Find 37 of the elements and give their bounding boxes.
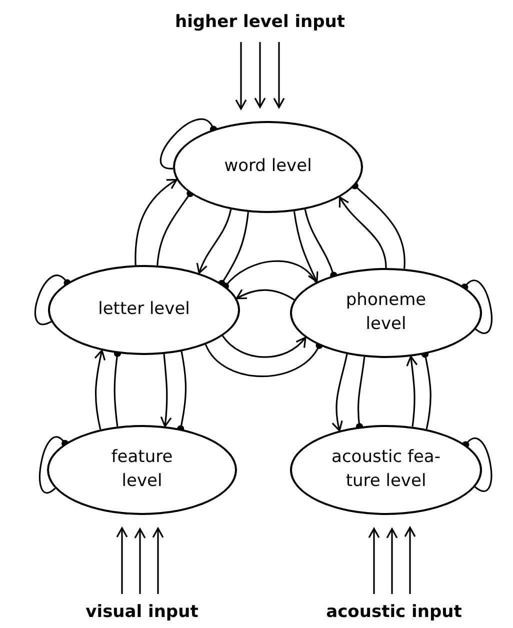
input-arrow bbox=[152, 528, 164, 594]
input-label: higher level input bbox=[174, 12, 346, 32]
input-arrow bbox=[386, 528, 398, 594]
excitatory-arrow bbox=[94, 350, 106, 430]
level-label: acoustic fea- ture level bbox=[330, 446, 442, 493]
input-label: acoustic input bbox=[326, 602, 462, 622]
input-arrow bbox=[116, 527, 128, 594]
inhibitory-connector bbox=[222, 260, 316, 290]
input-arrow bbox=[134, 528, 146, 594]
input-arrow bbox=[235, 42, 247, 110]
inhibitory-connector bbox=[160, 118, 218, 170]
excitatory-arrow bbox=[332, 354, 348, 432]
input-arrow bbox=[273, 42, 285, 108]
excitatory-arrow bbox=[236, 288, 295, 300]
excitatory-arrow bbox=[406, 356, 418, 427]
level-label: feature level bbox=[110, 446, 174, 493]
excitatory-arrow bbox=[196, 209, 232, 274]
inhibitory-connector bbox=[304, 209, 338, 279]
inhibitory-connector bbox=[156, 190, 194, 266]
level-label: phoneme level bbox=[344, 289, 428, 336]
level-label: letter level bbox=[98, 298, 190, 322]
excitatory-arrow bbox=[160, 354, 172, 428]
inhibitory-connector bbox=[39, 436, 69, 494]
input-arrow bbox=[404, 526, 416, 594]
excitatory-arrow bbox=[222, 335, 306, 358]
inhibitory-connector bbox=[177, 351, 187, 432]
input-label: visual input bbox=[86, 602, 198, 622]
inhibitory-connector bbox=[421, 350, 432, 430]
excitatory-arrow bbox=[293, 211, 318, 282]
input-arrow bbox=[368, 528, 380, 594]
inhibitory-connector bbox=[351, 182, 406, 269]
level-label: word level bbox=[224, 155, 312, 178]
inhibitory-connector bbox=[34, 274, 71, 326]
input-arrow bbox=[254, 42, 266, 108]
excitatory-arrow bbox=[134, 178, 178, 266]
excitatory-arrow bbox=[338, 196, 387, 268]
inhibitory-connector bbox=[205, 342, 323, 378]
